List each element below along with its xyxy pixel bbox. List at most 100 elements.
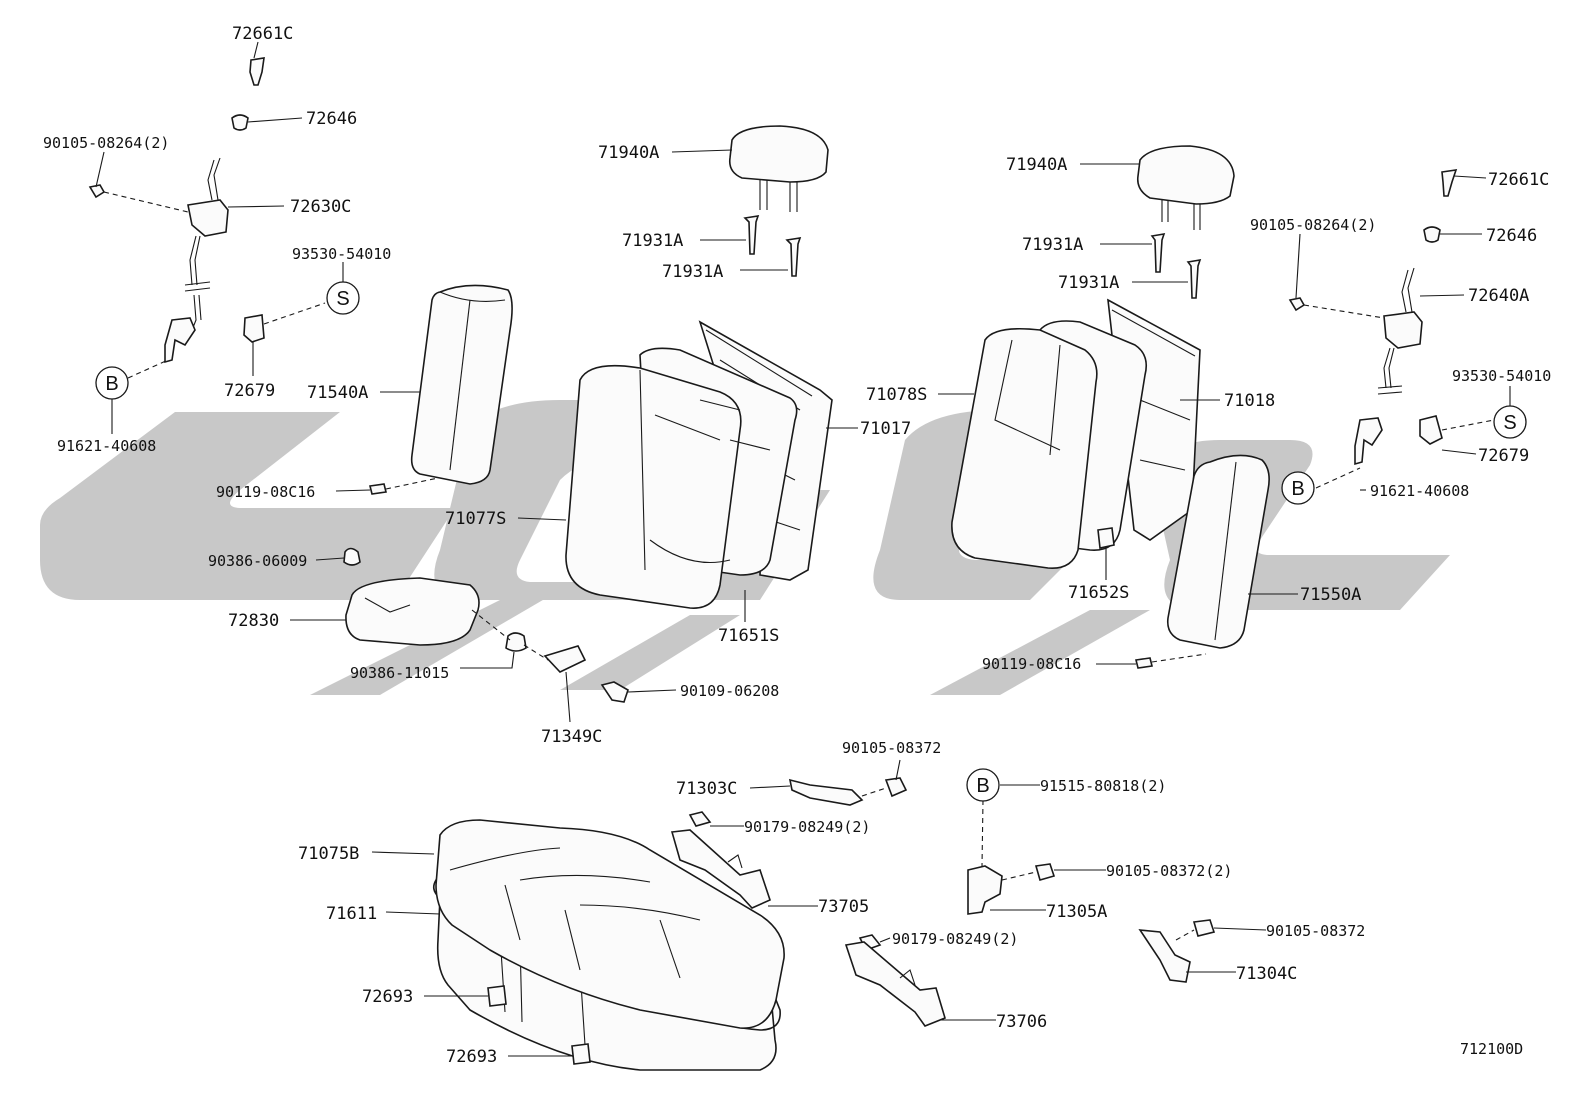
label-71075b[interactable]: 71075B [298, 844, 359, 864]
figure-id: 712100D [1460, 1040, 1523, 1058]
label-71931a-left-2[interactable]: 71931A [662, 262, 723, 282]
label-72661c-left[interactable]: 72661C [232, 24, 293, 44]
label-71349c[interactable]: 71349C [541, 727, 602, 747]
label-72679-right[interactable]: 72679 [1478, 446, 1529, 466]
part-72661c-left[interactable] [249, 57, 265, 86]
label-72646-left[interactable]: 72646 [306, 109, 357, 129]
label-71931a-right-2[interactable]: 71931A [1058, 273, 1119, 293]
part-72640a[interactable] [1383, 311, 1423, 349]
label-71303c[interactable]: 71303C [676, 779, 737, 799]
part-90105-08264-left[interactable] [88, 184, 106, 199]
part-71940a-left[interactable] [728, 125, 829, 183]
part-71550a[interactable] [1166, 454, 1270, 649]
label-72630c[interactable]: 72630C [290, 197, 351, 217]
label-90105-08264-right[interactable]: 90105-08264(2) [1250, 216, 1376, 234]
callout-s-right-label: S [1503, 412, 1516, 434]
label-93530-54010-left[interactable]: 93530-54010 [292, 245, 391, 263]
part-90119-08c16-right[interactable] [1135, 657, 1153, 669]
part-71940a-right[interactable] [1136, 145, 1235, 205]
left-seatback-group [517, 320, 858, 622]
part-71305a[interactable] [967, 865, 1003, 915]
part-72693-a[interactable] [487, 985, 507, 1007]
label-90179-08249-a[interactable]: 90179-08249(2) [744, 818, 870, 836]
label-73706[interactable]: 73706 [996, 1012, 1047, 1032]
label-90119-08c16-left[interactable]: 90119-08C16 [216, 483, 315, 501]
part-71931a-right-2[interactable] [1186, 258, 1202, 299]
label-91621-40608-right[interactable]: 91621-40608 [1370, 482, 1469, 500]
part-71077s-front[interactable] [565, 364, 742, 609]
label-71077s[interactable]: 71077S [445, 509, 506, 529]
part-71078s-front[interactable] [951, 327, 1098, 569]
label-90109-06208[interactable]: 90109-06208 [680, 682, 779, 700]
label-71018[interactable]: 71018 [1224, 391, 1275, 411]
label-71652s[interactable]: 71652S [1068, 583, 1129, 603]
label-71611[interactable]: 71611 [326, 904, 377, 924]
part-72693-b[interactable] [571, 1043, 591, 1065]
label-72661c-right[interactable]: 72661C [1488, 170, 1549, 190]
part-72646-right[interactable] [1423, 226, 1441, 243]
label-90386-11015[interactable]: 90386-11015 [350, 664, 449, 682]
part-71540a[interactable] [410, 284, 513, 485]
part-90386-06009[interactable] [343, 547, 361, 566]
part-90105-08264-right[interactable] [1288, 297, 1306, 312]
label-72830[interactable]: 72830 [228, 611, 279, 631]
part-90386-11015[interactable] [505, 632, 527, 652]
part-72679-right[interactable] [1419, 415, 1443, 445]
label-71078s[interactable]: 71078S [866, 385, 927, 405]
anchor-left[interactable] [164, 317, 196, 364]
part-71303c[interactable] [788, 778, 864, 806]
callout-b-bottom-label: B [976, 775, 989, 797]
label-71305a[interactable]: 71305A [1046, 902, 1107, 922]
part-72646-left[interactable] [231, 114, 249, 131]
part-90105-08372-c[interactable] [1192, 919, 1216, 937]
label-72640a[interactable]: 72640A [1468, 286, 1529, 306]
left-seatbelt-group: S B [88, 41, 360, 434]
part-71349c[interactable] [543, 645, 587, 673]
label-91621-40608-left[interactable]: 91621-40608 [57, 437, 156, 455]
label-72646-right[interactable]: 72646 [1486, 226, 1537, 246]
part-73705[interactable] [670, 829, 771, 909]
label-71931a-left-1[interactable]: 71931A [622, 231, 683, 251]
callout-b-bottom [966, 768, 1000, 802]
label-93530-54010-right[interactable]: 93530-54010 [1452, 367, 1551, 385]
label-90119-08c16-right[interactable]: 90119-08C16 [982, 655, 1081, 673]
label-71017[interactable]: 71017 [860, 419, 911, 439]
label-71540a[interactable]: 71540A [307, 383, 368, 403]
label-90179-08249-b[interactable]: 90179-08249(2) [892, 930, 1018, 948]
part-73706[interactable] [844, 941, 946, 1027]
label-90105-08372-b[interactable]: 90105-08372(2) [1106, 862, 1232, 880]
label-90105-08372-c[interactable]: 90105-08372 [1266, 922, 1365, 940]
label-71304c[interactable]: 71304C [1236, 964, 1297, 984]
part-90109-06208[interactable] [600, 681, 629, 703]
part-71931a-left-2[interactable] [785, 237, 802, 277]
part-90105-08372-b[interactable] [1034, 863, 1056, 881]
part-90179-08249-a[interactable] [688, 811, 712, 827]
label-71940a-left[interactable]: 71940A [598, 143, 659, 163]
left-headrest-group [671, 125, 829, 277]
label-71940a-right[interactable]: 71940A [1006, 155, 1067, 175]
part-71075b-cover[interactable] [435, 819, 785, 1029]
label-72679-left[interactable]: 72679 [224, 381, 275, 401]
part-72661c-right[interactable] [1441, 169, 1458, 197]
part-72679-left[interactable] [243, 314, 265, 343]
part-71931a-right-1[interactable] [1150, 232, 1166, 273]
label-72693-b[interactable]: 72693 [446, 1047, 497, 1067]
part-72630c[interactable] [187, 199, 229, 237]
label-91515-80818[interactable]: 91515-80818(2) [1040, 777, 1166, 795]
label-90105-08372-a[interactable]: 90105-08372 [842, 739, 941, 757]
label-90386-06009[interactable]: 90386-06009 [208, 552, 307, 570]
anchor-right[interactable] [1354, 417, 1383, 466]
label-71651s[interactable]: 71651S [718, 626, 779, 646]
part-71304c[interactable] [1138, 929, 1191, 983]
part-90119-08c16-left[interactable] [369, 483, 387, 495]
part-72830[interactable] [345, 577, 480, 646]
label-90105-08264-left[interactable]: 90105-08264(2) [43, 134, 169, 152]
part-90105-08372-a[interactable] [884, 777, 908, 798]
label-73705[interactable]: 73705 [818, 897, 869, 917]
label-71550a[interactable]: 71550A [1300, 585, 1361, 605]
label-72693-a[interactable]: 72693 [362, 987, 413, 1007]
label-71931a-right-1[interactable]: 71931A [1022, 235, 1083, 255]
part-71652s[interactable] [1097, 527, 1115, 549]
part-labels: 72661C 72646 90105-08264(2) 72630C 93530… [43, 24, 1551, 1067]
part-71931a-left-1[interactable] [743, 215, 760, 255]
